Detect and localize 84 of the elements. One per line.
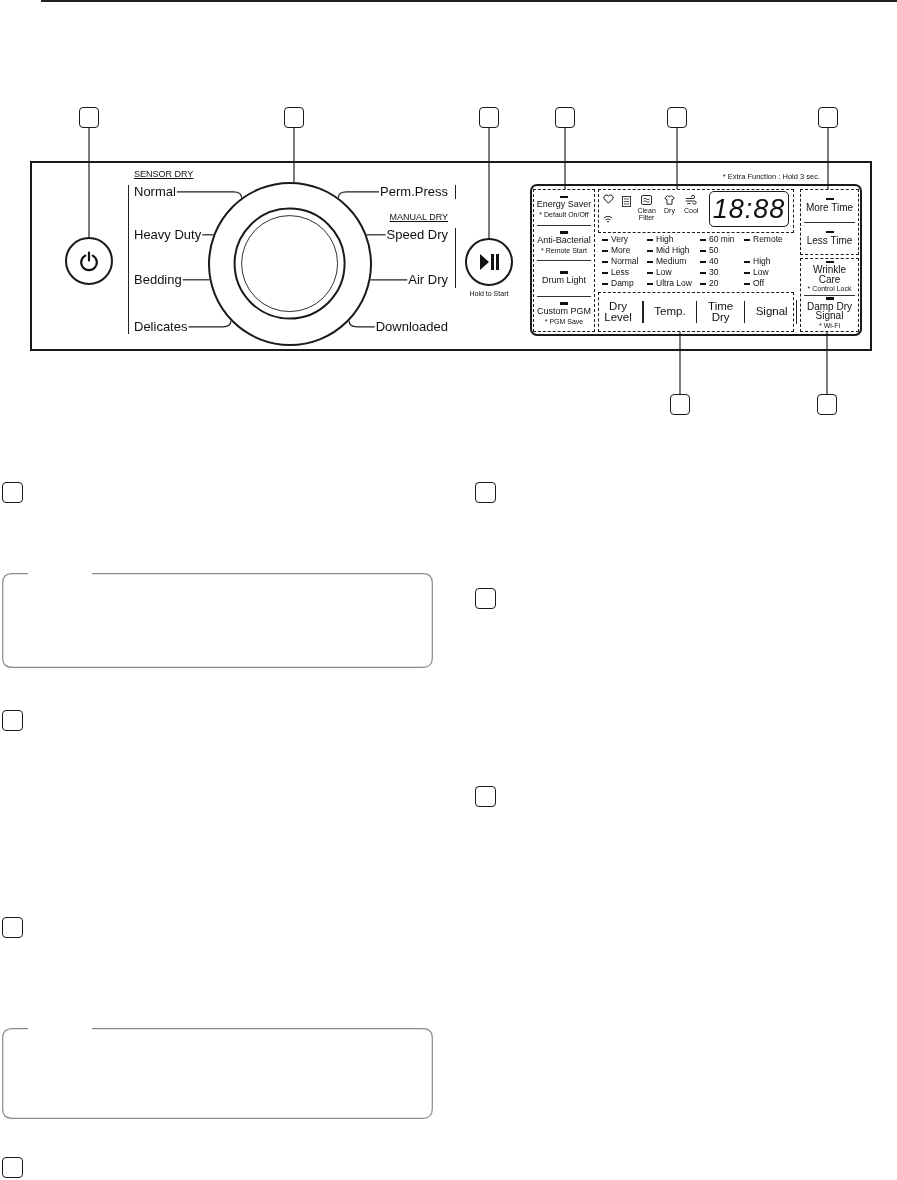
- button-label: Anti-Bacterial: [537, 235, 591, 246]
- callout-number-box: [475, 482, 496, 503]
- option-label: Time Dry: [708, 300, 734, 324]
- callout-number-box: [79, 107, 99, 128]
- callout-number-box: [818, 107, 838, 128]
- callout-number-box: [667, 107, 687, 128]
- indicator-label: Remote: [753, 235, 783, 245]
- leader-line: [488, 127, 490, 239]
- button-label: More Time: [805, 202, 854, 214]
- display-digits: 18:88: [712, 195, 786, 223]
- leader-line: [348, 320, 376, 328]
- program-label: Speed Dry: [386, 227, 448, 243]
- leader-line: [564, 127, 566, 190]
- note-frame: [2, 573, 433, 668]
- callout-number-box: [475, 786, 496, 807]
- callout-number-box: [817, 394, 837, 415]
- indicator-label: Medium: [656, 257, 687, 267]
- indicator-label: Low: [656, 268, 672, 278]
- button-label: Wrinkle Care: [811, 265, 848, 285]
- callout-number-box: [475, 588, 496, 609]
- leader-line: [676, 127, 678, 190]
- indicator-label: Damp: [611, 279, 634, 289]
- program-label: Downloaded: [375, 319, 448, 335]
- callout-number-box: [555, 107, 575, 128]
- rotary-dial: [208, 182, 372, 346]
- indicator-label: 30: [709, 268, 719, 278]
- program-label: Air Dry: [408, 272, 448, 288]
- program-label: Bedding: [134, 272, 182, 288]
- leader-line: [826, 331, 828, 395]
- leader-line: [293, 127, 295, 183]
- indicator-label: Mid High: [656, 246, 690, 256]
- section-heading: MANUAL DRY: [389, 212, 448, 223]
- display-panel: [530, 184, 862, 336]
- button-label: Damp Dry Signal: [806, 301, 853, 321]
- indicator-label: Low: [753, 268, 769, 278]
- leader-line: [679, 331, 681, 395]
- callout-number-box: [2, 482, 23, 503]
- indicator-label: 20: [709, 279, 719, 289]
- note-frame: [2, 1028, 433, 1119]
- indicator-label: High: [753, 257, 771, 267]
- indicator-label: Off: [753, 279, 765, 289]
- program-label: Normal: [134, 184, 176, 200]
- callout-number-box: [670, 394, 690, 415]
- leader-line: [182, 279, 211, 281]
- leader-line: [88, 127, 90, 238]
- callout-number-box: [2, 917, 23, 938]
- control-panel: [30, 161, 872, 351]
- indicator-label: 40: [709, 257, 719, 267]
- button-group-frame: [533, 189, 595, 332]
- leader-line: [176, 191, 243, 199]
- indicator-label: More: [611, 246, 631, 256]
- indicator-label: Ultra Low: [656, 279, 692, 289]
- leader-line: [827, 127, 829, 190]
- section-heading: SENSOR DRY: [134, 169, 194, 180]
- program-label: Perm.Press: [380, 184, 448, 200]
- leader-line: [366, 234, 387, 236]
- indicator-label: High: [656, 235, 674, 245]
- status-icon-frame: [598, 189, 794, 233]
- power-button: [65, 237, 113, 285]
- indicator-label: Very: [611, 235, 628, 245]
- button-group-frame: [800, 258, 859, 332]
- leader-line: [337, 191, 380, 199]
- button-label: Energy Saver: [536, 200, 592, 211]
- button-label: Less Time: [806, 234, 853, 246]
- button-label: Drum Light: [542, 275, 586, 286]
- button-group-frame: [800, 189, 859, 255]
- callout-number-box: [2, 1157, 23, 1178]
- program-label: Heavy Duty: [134, 227, 202, 243]
- indicator-label: Less: [611, 268, 629, 278]
- button-group-frame: [598, 292, 794, 332]
- option-label: Dry Level: [604, 300, 632, 324]
- indicator-label: 50: [709, 246, 719, 256]
- button-label: Custom PGM: [537, 306, 591, 317]
- leader-line: [187, 320, 232, 328]
- leader-line: [201, 234, 214, 236]
- callout-number-box: [479, 107, 499, 128]
- leader-line: [369, 279, 408, 281]
- option-label: Temp.: [654, 306, 686, 318]
- option-label: Signal: [755, 306, 788, 318]
- callout-number-box: [2, 710, 23, 731]
- indicator-label: 60 min: [709, 235, 735, 245]
- program-label: Delicates: [134, 319, 188, 335]
- callout-number-box: [284, 107, 304, 128]
- indicator-label: Normal: [611, 257, 639, 267]
